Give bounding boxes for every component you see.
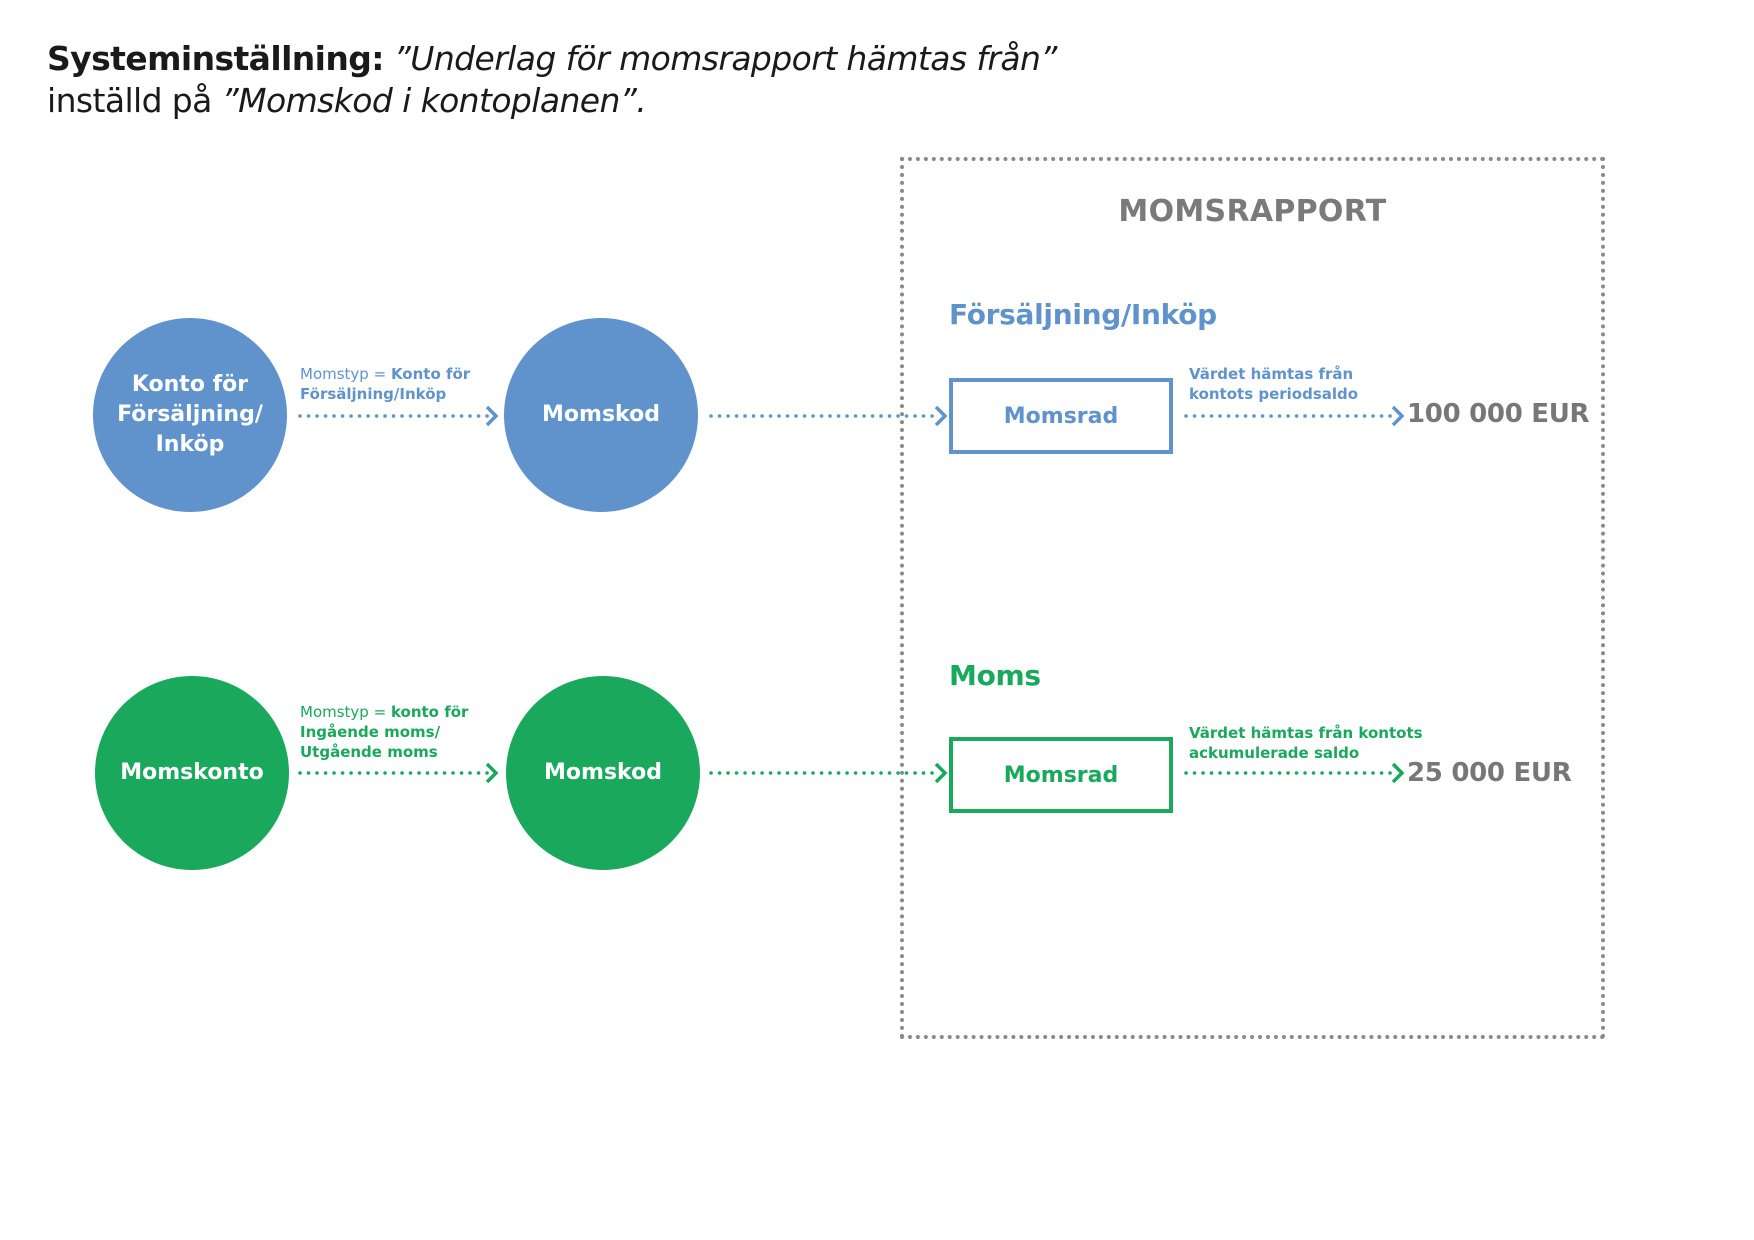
node-label-line: Försäljning/	[117, 402, 263, 427]
sales-amount: 100 000 EUR	[1407, 399, 1590, 429]
title-setting-name: ”Underlag för momsrapport hämtas från”	[393, 39, 1058, 78]
value-source-line: ackumulerade saldo	[1189, 744, 1360, 762]
vat-type-value: Utgående moms	[300, 743, 438, 761]
vat-type-value: konto för	[390, 703, 469, 721]
vat-account-node: Momskonto	[95, 676, 289, 870]
sales-arrow-report-row-to-amount	[1184, 405, 1405, 427]
title-line-2: inställd på ”Momskod i kontoplanen”.	[47, 80, 1147, 122]
arrowhead-icon	[1391, 405, 1405, 427]
sales-arrow-vatcode-to-report-row	[709, 405, 948, 427]
vat-arrow-report-row-to-amount	[1184, 762, 1405, 784]
node-label-line: Inköp	[155, 432, 225, 457]
sales-vat-code-node: Momskod	[504, 318, 698, 512]
vat-report-container	[900, 157, 1605, 1039]
vat-arrow-vatcode-to-report-row	[709, 762, 948, 784]
value-source-line: Värdet hämtas från kontots	[1189, 724, 1423, 742]
vat-amount: 25 000 EUR	[1407, 758, 1572, 788]
node-label: Momskod	[544, 760, 662, 785]
arrowhead-icon	[934, 405, 948, 427]
sales-arrow-account-to-vatcode	[298, 405, 499, 427]
vat-arrow-account-to-vatcode	[298, 762, 499, 784]
vat-type-value: Ingående moms/	[300, 723, 441, 741]
title-setting-value: ”Momskod i kontoplanen”.	[221, 81, 647, 120]
sales-value-source-label: Värdet hämtas från kontots periodsaldo	[1189, 364, 1358, 404]
value-source-line: kontots periodsaldo	[1189, 385, 1359, 403]
arrowhead-icon	[485, 405, 499, 427]
title-line-1: Systeminställning: ”Underlag för momsrap…	[47, 38, 1147, 80]
page-title: Systeminställning: ”Underlag för momsrap…	[47, 38, 1147, 122]
node-label: Momskod	[542, 402, 660, 427]
title-setting-label: Systeminställning:	[47, 39, 385, 78]
section-heading-vat: Moms	[949, 659, 1041, 692]
section-heading-sales-purchase: Försäljning/Inköp	[949, 298, 1217, 331]
value-source-line: Värdet hämtas från	[1189, 365, 1354, 383]
report-row-label: Momsrad	[1003, 762, 1119, 788]
vat-type-prefix: Momstyp =	[300, 703, 391, 721]
vat-vat-report-row: Momsrad	[949, 737, 1173, 813]
vat-report-title: MOMSRAPPORT	[1118, 194, 1387, 229]
arrowhead-icon	[485, 762, 499, 784]
arrowhead-icon	[934, 762, 948, 784]
title-set-to: inställd på	[47, 81, 212, 120]
node-label-line: Konto för	[131, 372, 249, 397]
report-row-label: Momsrad	[1003, 403, 1119, 429]
node-label: Momskonto	[120, 760, 264, 785]
vat-type-prefix: Momstyp =	[300, 365, 391, 383]
vat-type-value: Konto för	[390, 365, 471, 383]
sales-vat-type-label: Momstyp = Konto för Försäljning/Inköp	[300, 364, 470, 404]
sales-vat-report-row: Momsrad	[949, 378, 1173, 454]
vat-vat-code-node: Momskod	[506, 676, 700, 870]
vat-type-value: Försäljning/Inköp	[300, 385, 447, 403]
vat-value-source-label: Värdet hämtas från kontots ackumulerade …	[1189, 723, 1423, 763]
sales-purchase-account-node: Konto för Försäljning/ Inköp	[93, 318, 287, 512]
vat-vat-type-label: Momstyp = konto för Ingående moms/ Utgåe…	[300, 702, 468, 762]
arrowhead-icon	[1391, 762, 1405, 784]
